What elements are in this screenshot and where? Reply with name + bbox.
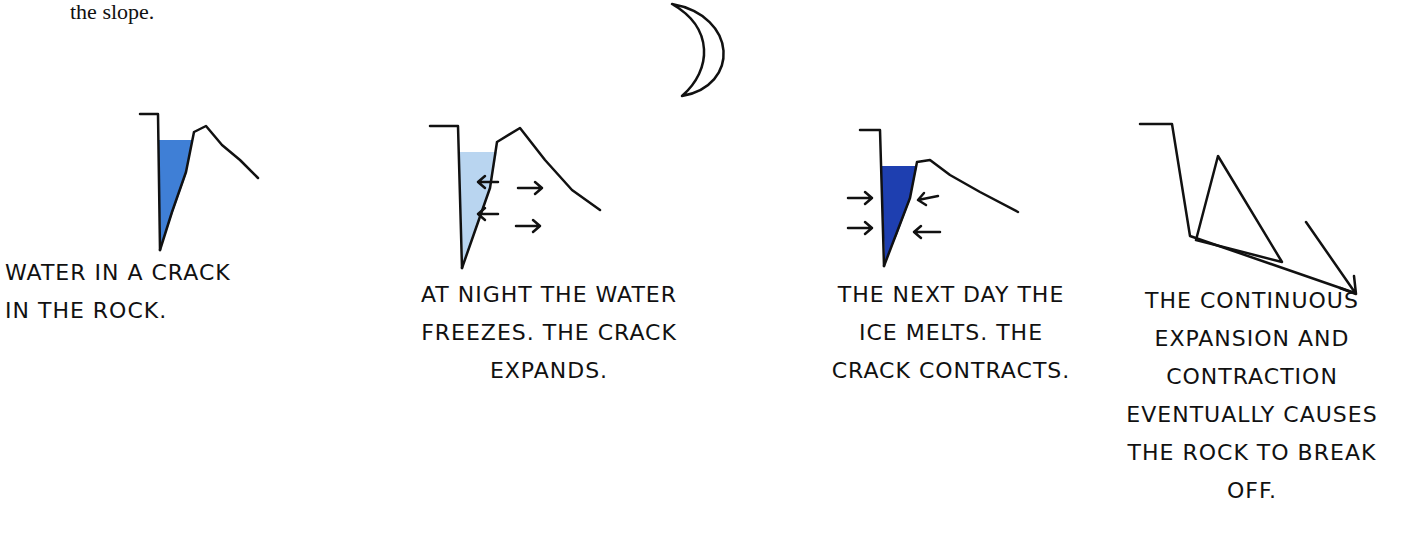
contraction-arrow: [848, 192, 872, 204]
step-caption: AT NIGHT THE WATER FREEZES. THE CRACK EX…: [418, 276, 680, 390]
water-fill: [881, 166, 917, 262]
expansion-arrow: [516, 220, 540, 232]
falling-arrow: [1306, 222, 1356, 294]
contraction-arrow: [848, 222, 872, 234]
expansion-arrow: [518, 182, 542, 194]
fallen-rock: [1196, 156, 1282, 262]
rock-edge: [140, 114, 160, 250]
cropped-caption: the slope.: [70, 0, 230, 24]
rock-slope: [462, 128, 600, 268]
moon-symbol: [672, 4, 724, 96]
water-fill: [459, 152, 497, 266]
cliff-edge: [1140, 124, 1352, 292]
contraction-arrow: [914, 226, 940, 238]
expansion-arrow: [478, 176, 498, 188]
step-caption: THE CONTINUOUS EXPANSION AND CONTRACTION…: [1118, 282, 1386, 510]
step-caption: THE NEXT DAY THE ICE MELTS. THE CRACK CO…: [826, 276, 1076, 390]
rock-slope: [884, 160, 1018, 266]
step-caption: WATER IN A CRACK IN THE ROCK.: [5, 254, 255, 330]
contraction-arrow: [918, 193, 938, 205]
rock-slope: [160, 126, 258, 250]
expansion-arrow: [478, 208, 498, 220]
rock-edge: [430, 126, 462, 268]
water-fill: [158, 140, 193, 248]
